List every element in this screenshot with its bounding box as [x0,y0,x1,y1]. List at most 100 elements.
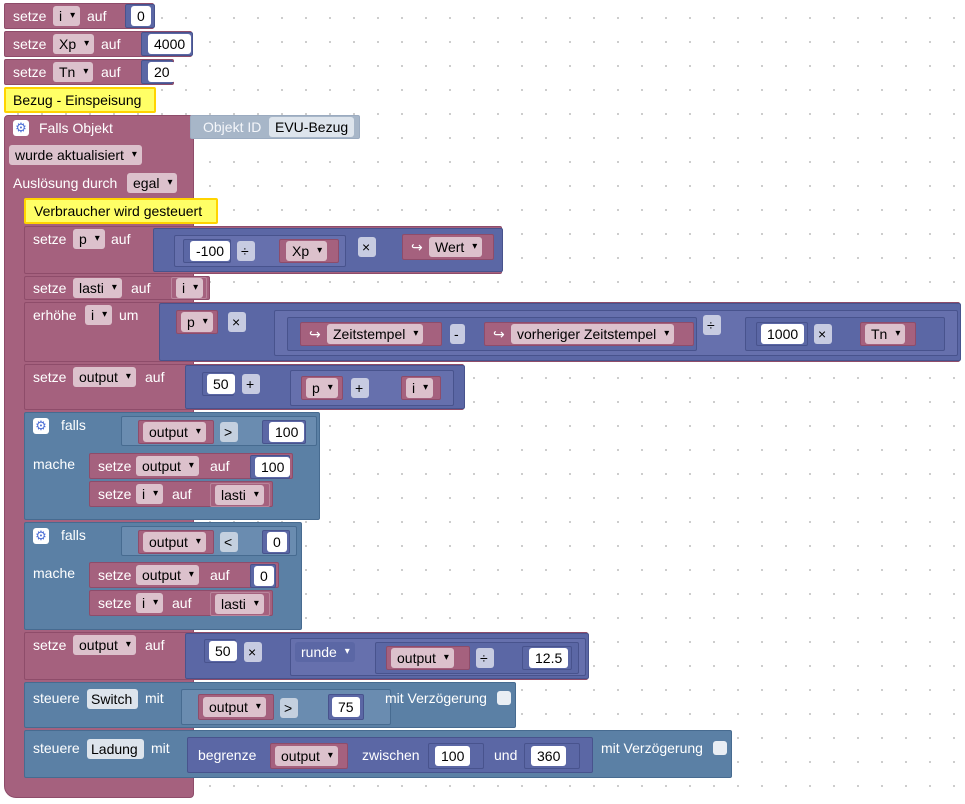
event-var-dropdown[interactable]: vorheriger Zeitstempel [511,324,675,344]
round-dropdown[interactable]: runde [295,642,355,662]
event-var-dropdown[interactable]: Zeitstempel [327,324,424,344]
if-block[interactable]: ⚙ falls mache output < 0 setze output au… [24,522,302,630]
number-block[interactable]: 100 [428,743,484,769]
variable-block-i[interactable]: i [171,277,207,299]
var-dropdown-output[interactable]: output [391,648,454,668]
number-block[interactable]: 50 [204,639,237,663]
multiply-block[interactable]: p × ↪ Zeitstempel - ↪ vorheriger Zeitste… [159,303,961,361]
compare-block[interactable]: output > 100 [121,416,317,446]
variable-block-xp[interactable]: Xp [279,239,339,263]
comment-block[interactable]: Bezug - Einspeisung [4,87,156,113]
round-block[interactable]: runde output ÷ 12.5 [290,638,586,676]
multiply-block[interactable]: 1000 × Tn [745,317,945,351]
operator-dropdown[interactable]: × [244,642,263,662]
set-output-block[interactable]: setze output auf 50 × runde output ÷ 12.… [24,632,589,680]
number-block[interactable]: 50 [202,372,235,396]
operator-dropdown[interactable]: × [358,237,377,257]
var-dropdown-i[interactable]: i [406,378,434,398]
gear-icon[interactable]: ⚙ [13,120,29,136]
variable-block-lasti[interactable]: lasti [210,592,270,616]
operator-dropdown[interactable]: ÷ [476,648,494,668]
number-block[interactable]: 100 [262,420,306,444]
var-dropdown-xp[interactable]: Xp [53,34,95,54]
var-dropdown-output[interactable]: output [275,746,338,766]
variable-block-output[interactable]: output [386,646,470,670]
variable-block-lasti[interactable]: lasti [210,483,270,507]
number-field[interactable]: 0 [254,566,274,586]
operator-dropdown[interactable]: ÷ [703,315,721,335]
number-field[interactable]: 75 [332,697,360,717]
number-block[interactable]: 20 [141,60,176,84]
set-i-block[interactable]: setze i auf 0 [4,3,155,29]
number-block[interactable]: 360 [524,743,580,769]
delay-checkbox[interactable] [713,741,727,755]
number-field[interactable]: 50 [209,641,237,661]
device-dropdown-switch[interactable]: Switch [87,689,139,709]
var-dropdown-output[interactable]: output [136,565,199,585]
operator-dropdown[interactable]: + [242,374,261,394]
operator-dropdown[interactable]: × [814,324,833,344]
number-block[interactable]: 0 [262,530,290,554]
var-dropdown-i[interactable]: i [53,6,81,26]
gear-icon[interactable]: ⚙ [33,528,49,544]
number-field[interactable]: 360 [531,746,567,766]
cause-dropdown[interactable]: egal [127,173,178,193]
event-var-dropdown[interactable]: Wert [429,237,483,257]
constrain-block[interactable]: begrenze output zwischen 100 und 360 [187,737,593,773]
operator-dropdown[interactable]: - [450,324,465,344]
number-block[interactable]: 100 [250,455,291,479]
operator-dropdown[interactable]: + [351,378,370,398]
set-i-block[interactable]: setze i auf lasti [89,590,273,616]
if-block[interactable]: ⚙ falls mache output > 100 setze output … [24,412,320,520]
divide-block[interactable]: output ÷ 12.5 [375,642,579,674]
number-block[interactable]: 75 [328,694,364,720]
increase-i-block[interactable]: erhöhe i um p × ↪ Zeitstempel - ↪ vorher… [24,302,961,362]
variable-block-output[interactable]: output [270,743,348,769]
variable-block-output[interactable]: output [138,530,214,554]
number-field[interactable]: 20 [148,62,176,82]
set-output-block[interactable]: setze output auf 100 [89,453,293,479]
object-id-block[interactable]: Objekt ID EVU-Bezug [190,115,360,139]
number-block[interactable]: 4000 [141,32,193,56]
number-field[interactable]: 100 [255,457,291,477]
var-dropdown-output[interactable]: output [73,367,136,387]
control-switch-block[interactable]: steuere Switch mit output > 75 mit Verzö… [24,682,516,728]
divide-block[interactable]: -100 ÷ Xp [174,235,346,267]
var-dropdown-i[interactable]: i [85,305,113,325]
var-dropdown-i[interactable]: i [136,593,164,613]
number-block[interactable]: 1000 [756,322,808,346]
event-dropdown[interactable]: wurde aktualisiert [9,145,142,165]
number-block[interactable]: -100 [183,239,231,263]
variable-block-tn[interactable]: Tn [860,322,916,346]
var-dropdown-tn[interactable]: Tn [865,324,906,344]
set-tn-block[interactable]: setze Tn auf 20 [4,59,176,85]
number-field[interactable]: 50 [207,374,235,394]
variable-block-p[interactable]: p [176,310,218,334]
set-p-block[interactable]: setze p auf -100 ÷ Xp × ↪ Wert [24,226,503,274]
add-block[interactable]: p + i [290,370,454,406]
variable-block-p[interactable]: p [301,376,343,400]
operator-dropdown[interactable]: × [228,312,247,332]
operator-dropdown[interactable]: > [280,698,299,718]
gear-icon[interactable]: ⚙ [33,418,49,434]
multiply-block[interactable]: 50 × runde output ÷ 12.5 [185,633,589,679]
divide-block[interactable]: ↪ Zeitstempel - ↪ vorheriger Zeitstempel… [274,310,958,356]
var-dropdown-tn[interactable]: Tn [53,62,94,82]
add-block[interactable]: 50 + p + i [185,365,465,409]
set-output-block[interactable]: setze output auf 50 + p + i [24,364,465,410]
compare-block[interactable]: output > 75 [181,689,391,725]
variable-block-output[interactable]: output [138,420,214,444]
number-block[interactable]: 0 [125,4,155,28]
set-lasti-block[interactable]: setze lasti auf i [24,276,210,300]
event-value-block[interactable]: ↪ Wert [402,234,494,260]
number-field[interactable]: 0 [131,6,151,26]
event-value-block[interactable]: ↪ vorheriger Zeitstempel [484,322,694,346]
set-i-block[interactable]: setze i auf lasti [89,481,273,507]
inner-comment-block[interactable]: Verbraucher wird gesteuert [24,198,218,224]
number-field[interactable]: 0 [267,532,287,552]
variable-block-i[interactable]: i [401,376,441,400]
operator-dropdown[interactable]: < [220,532,239,552]
object-id-field[interactable]: EVU-Bezug [269,117,355,137]
number-block[interactable]: 12.5 [522,646,572,670]
subtract-block[interactable]: ↪ Zeitstempel - ↪ vorheriger Zeitstempel [287,317,697,351]
